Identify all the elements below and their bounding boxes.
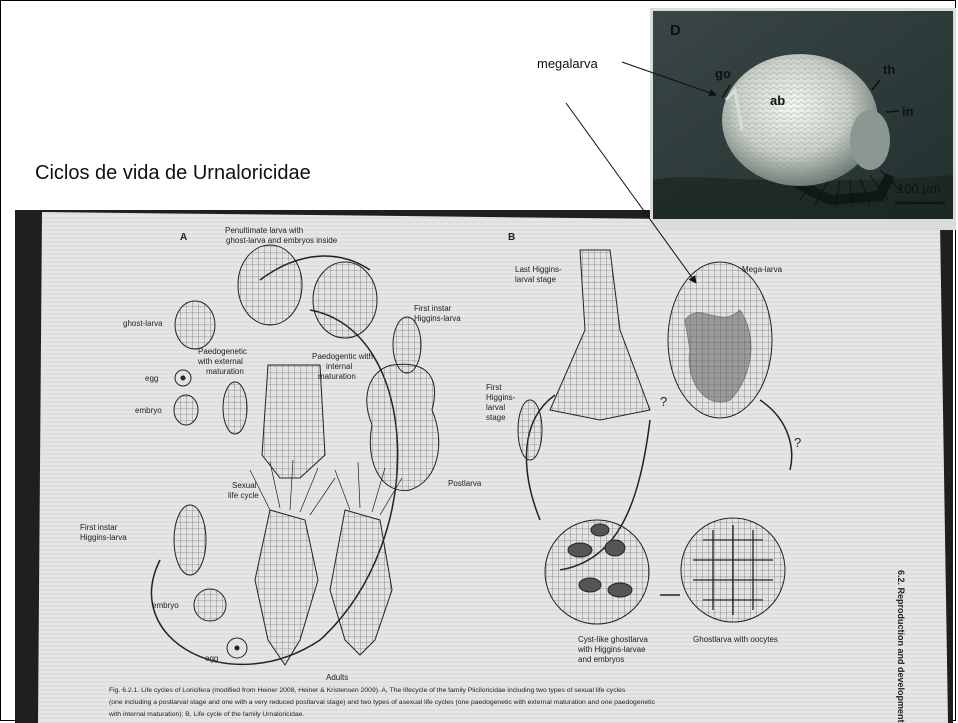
label-first-higgins-3: larval — [486, 403, 505, 412]
label-first-instar-bottom-2: Higgins-larva — [80, 533, 127, 542]
label-postlarva: Postlarva — [448, 479, 482, 488]
micro-label-ab: ab — [770, 93, 785, 108]
label-cyst-1: Cyst-like ghostlarva — [578, 635, 648, 644]
label-embryo-top: embryo — [135, 406, 162, 415]
label-last-higgins-1: Last Higgins- — [515, 265, 562, 274]
caption-line-1: Fig. 6.2.1. Life cycles of Loricifera (m… — [109, 687, 626, 694]
label-paedo-int-1: Paedogentic with — [312, 352, 373, 361]
side-text: 6.2. Reproduction and development — [896, 570, 906, 723]
micro-label-in: in — [902, 104, 914, 119]
label-question-2: ? — [794, 435, 801, 450]
label-sexual-1: Sexual — [232, 481, 257, 490]
page-title: Ciclos de vida de Urnaloricidae — [35, 162, 311, 185]
label-first-instar-top-1: First instar — [414, 304, 452, 313]
label-paedo-ext-1: Paedogenetic — [198, 347, 247, 356]
label-ghostlarva-oocytes: Ghostlarva with oocytes — [693, 635, 778, 644]
panel-b-letter: B — [508, 232, 515, 243]
label-first-higgins-1: First — [486, 383, 502, 392]
label-first-instar-top-2: Higgins-larva — [414, 314, 461, 323]
label-first-higgins-2: Higgins- — [486, 393, 516, 402]
megalarva-label: megalarva — [537, 56, 598, 71]
label-penultimate-1: Penultimate larva with — [225, 226, 303, 235]
caption-line-2: (one including a postlarval stage and on… — [109, 699, 656, 706]
panel-a-letter: A — [180, 232, 187, 243]
label-first-instar-bottom-1: First instar — [80, 523, 118, 532]
label-adults: Adults — [326, 673, 348, 682]
label-last-higgins-2: larval stage — [515, 275, 556, 284]
micro-panel-letter: D — [670, 22, 681, 39]
label-ghost-larva: ghost-larva — [123, 319, 163, 328]
label-paedo-ext-3: maturation — [206, 367, 244, 376]
micro-scale-label: 100 µm — [897, 181, 941, 196]
book-figure-photo: A B Penultimate larva with ghost-larva a… — [15, 210, 953, 723]
label-first-higgins-4: stage — [486, 413, 506, 422]
micrograph-photo: D go ab th in 100 µm — [650, 8, 956, 230]
label-paedo-int-3: maturation — [318, 372, 356, 381]
caption-line-3: with internal maturation); B, Life cycle… — [108, 711, 304, 718]
label-paedo-int-2: internal — [326, 362, 352, 371]
micro-label-go: go — [715, 66, 731, 81]
label-egg-bottom: egg — [205, 654, 218, 663]
label-sexual-2: life cycle — [228, 491, 259, 500]
label-cyst-3: and embryos — [578, 655, 624, 664]
label-egg-top: egg — [145, 374, 158, 383]
label-paedo-ext-2: with external — [197, 357, 243, 366]
micro-label-th: th — [883, 62, 895, 77]
label-question-1: ? — [660, 394, 667, 409]
label-mega-larva: Mega-larva — [742, 265, 783, 274]
label-penultimate-2: ghost-larva and embryos inside — [226, 236, 338, 245]
label-cyst-2: with Higgins-larvae — [577, 645, 646, 654]
label-embryo-bottom: embryo — [152, 601, 179, 610]
